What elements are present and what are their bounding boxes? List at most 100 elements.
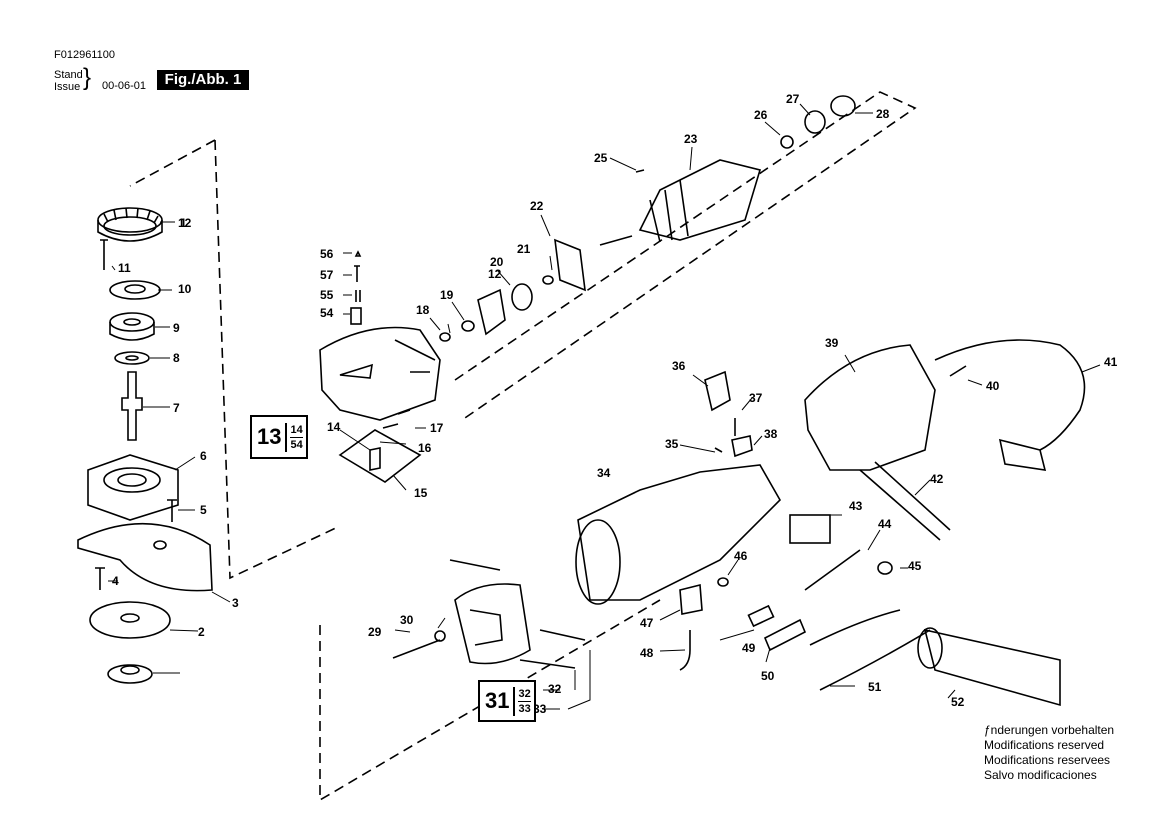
part-label: 20 <box>490 255 504 269</box>
part-label: 57 <box>320 268 334 282</box>
bearing-flange-part-10 <box>109 280 161 300</box>
clip-part-36 <box>704 370 731 412</box>
part-label: 25 <box>594 151 608 165</box>
plate-part-14 <box>338 429 422 483</box>
pinion-gear-part-12 <box>477 288 506 336</box>
notice-line: Modifications reserved <box>984 738 1105 752</box>
bevel-gear-part-12 <box>97 207 163 242</box>
bearing-part-27 <box>804 110 826 134</box>
stand-label: Stand <box>54 69 83 81</box>
brush-bracket-part-22 <box>554 238 586 292</box>
issue-label: Issue <box>54 81 81 93</box>
ref-box-sub-bottom: 33 <box>518 702 531 715</box>
wheel-guard-part-3 <box>77 522 213 592</box>
ref-box-13: 13 14 54 <box>250 415 308 459</box>
part-label: 16 <box>418 441 432 455</box>
document-number: F012961100 <box>54 49 115 61</box>
part-label: 51 <box>868 680 882 694</box>
assembly-frame-upper <box>454 91 917 421</box>
part-label: 8 <box>173 351 180 365</box>
part-label: 32 <box>548 682 562 696</box>
part-label: 3 <box>232 596 239 610</box>
sleeve-part-54 <box>350 307 362 325</box>
part-label: 35 <box>665 437 679 451</box>
part-label: 2 <box>198 625 205 639</box>
nut-part-19 <box>461 320 475 332</box>
field-coil-part-31 <box>454 583 531 665</box>
part-label: 42 <box>930 472 944 486</box>
ref-box-main: 31 <box>485 688 510 713</box>
part-label: 1 <box>180 216 187 230</box>
part-label: 10 <box>178 282 192 296</box>
part-label: 29 <box>368 625 382 639</box>
part-label: 30 <box>400 613 414 627</box>
backing-flange-part-2 <box>89 601 171 639</box>
spring-part-55 <box>355 290 361 302</box>
screw-part-29 <box>392 639 441 659</box>
motor-housing-part-34 <box>575 464 781 605</box>
ref-box-main: 13 <box>257 424 282 449</box>
washer-part-8 <box>114 351 150 365</box>
part-label: 6 <box>200 449 207 463</box>
ball-bearing-part-9 <box>109 312 155 341</box>
part-label: 7 <box>173 401 180 415</box>
leader-lines <box>108 103 1101 710</box>
spring-part-35 <box>714 447 723 453</box>
auxiliary-handle-part-52 <box>917 627 1061 707</box>
power-cable-part-41 <box>934 339 1086 451</box>
screw-part-4 <box>95 567 105 590</box>
part-label: 14 <box>327 420 341 434</box>
part-label: 44 <box>878 517 892 531</box>
cable-sleeve-part-42 <box>859 461 951 541</box>
part-label: 54 <box>320 306 334 320</box>
pin-part-57 <box>354 265 360 282</box>
part-label: 21 <box>517 242 531 256</box>
switch-part-43 <box>789 514 831 544</box>
motor-cover-part-39 <box>804 344 936 471</box>
bearing-part-20 <box>511 283 533 311</box>
part-label: 56 <box>320 247 334 261</box>
bearing-housing-part-6 <box>87 454 179 521</box>
part-label: 22 <box>530 199 544 213</box>
part-labels: 1234567891011121214151617181920212223252… <box>112 92 1118 716</box>
part-label: 4 <box>112 574 119 588</box>
part-label: 39 <box>825 336 839 350</box>
part-label: 55 <box>320 288 334 302</box>
part-label: 11 <box>118 261 131 275</box>
part-label: 45 <box>908 559 922 573</box>
part-label: 19 <box>440 288 454 302</box>
part-label: 9 <box>173 321 180 335</box>
part-label: 34 <box>597 466 611 480</box>
part-label: 48 <box>640 646 654 660</box>
part-label: 47 <box>640 616 654 630</box>
leads-part-51 <box>809 609 931 691</box>
part-label: 36 <box>672 359 686 373</box>
switch-slide-part-49 <box>747 604 775 628</box>
part-label: 12 <box>178 216 192 230</box>
ref-box-31: 31 32 33 <box>478 680 536 722</box>
part-label: 27 <box>786 92 800 106</box>
spring-part-30 <box>434 630 446 642</box>
part-label: 33 <box>533 702 547 716</box>
part-label: 43 <box>849 499 863 513</box>
switch-part-47 <box>679 583 703 615</box>
part-label: 17 <box>430 421 444 435</box>
ring-part-46 <box>717 577 729 587</box>
gear-housing-part-13 <box>319 326 441 421</box>
armature-part-23 <box>599 159 762 246</box>
ref-box-sub-top: 32 <box>518 687 531 702</box>
switch-actuator-part-50 <box>763 618 807 652</box>
nut-part-45 <box>877 561 893 575</box>
notice-line: Modifications reservees <box>984 753 1111 767</box>
screw-part-16 <box>382 423 399 429</box>
part-label: 49 <box>742 641 756 655</box>
part-label: 18 <box>416 303 430 317</box>
bearing-sleeve-part-28 <box>830 95 856 117</box>
modifications-notice: ƒnderungen vorbehalten Modifications res… <box>984 723 1114 783</box>
assembly-frame-lower <box>319 599 661 802</box>
ref-box-sub-bottom: 54 <box>290 438 303 451</box>
ref-box-sub-top: 14 <box>290 423 303 438</box>
brush-holder-part-38 <box>731 435 753 458</box>
field-leads <box>449 559 586 669</box>
